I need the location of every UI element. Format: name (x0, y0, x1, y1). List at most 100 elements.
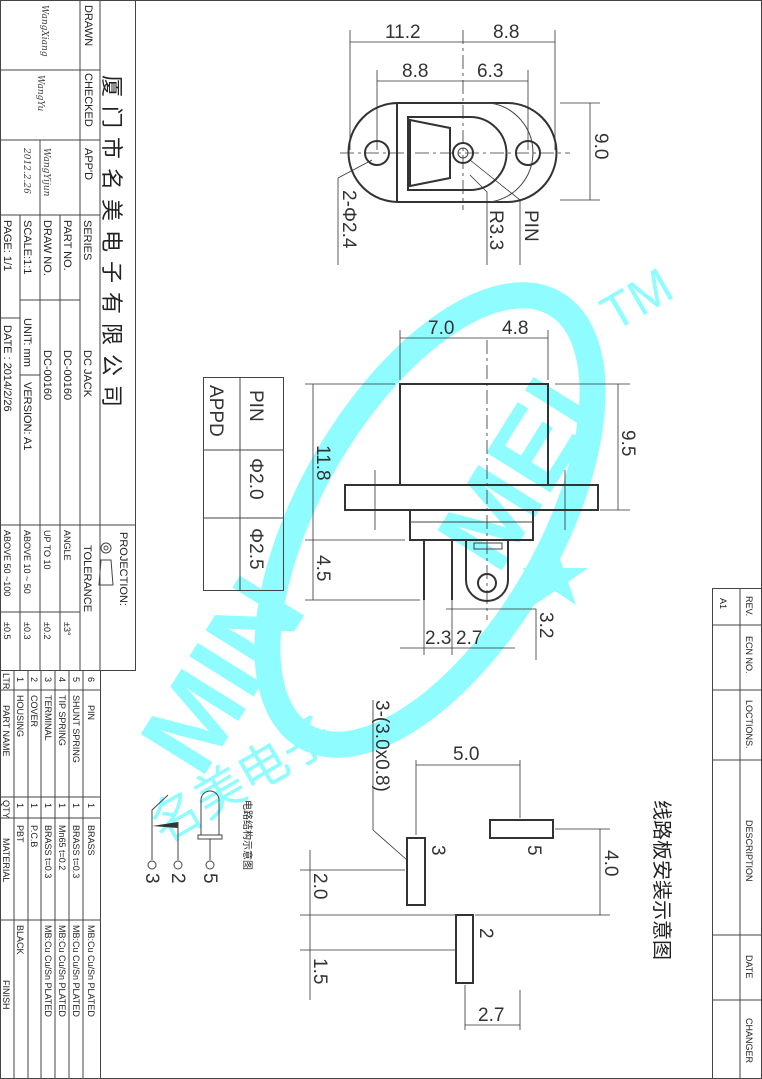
dim-7-0: 7.0 (428, 318, 454, 339)
dim-4-8: 4.8 (502, 318, 528, 339)
dim-width: 9.0 (590, 133, 611, 159)
tolerance-1-value: ±0.2 (42, 622, 52, 639)
svg-text:1: 1 (29, 803, 39, 808)
pin-table-value-2: Φ2.5 (245, 528, 266, 570)
appd-label: APP'D (82, 148, 94, 180)
locations-header: LOCTIONS. (744, 700, 754, 749)
page-value: PAGE: 1/1 (1, 220, 13, 271)
parts-row-4: 4 TIP SPRING 1 Mn65 t=0.2 MB:Cu Cu/Sn PL… (57, 677, 67, 1017)
svg-text:PIN: PIN (86, 705, 96, 720)
svg-text:1: 1 (43, 803, 53, 808)
svg-text:SHUNT SPRING: SHUNT SPRING (71, 695, 81, 763)
pcb-dim-5-0: 5.0 (453, 744, 479, 765)
svg-text:COVER: COVER (29, 695, 39, 728)
pcb-dim-2-7: 2.7 (478, 1005, 504, 1026)
pin-table-pin-label: PIN (245, 390, 266, 422)
schematic-pin-2: 2 (167, 873, 188, 884)
schematic-pin-3: 3 (141, 873, 162, 884)
parts-row-5: 5 SHUNT SPRING 1 BRASS t=0.3 MB:Cu Cu/Sn… (71, 677, 81, 1017)
tolerance-angle-value: ±3° (62, 622, 72, 636)
svg-text:MB:Cu Cu/Sn PLATED: MB:Cu Cu/Sn PLATED (86, 925, 96, 1017)
pin-table-value-1: Φ2.0 (245, 458, 266, 500)
schematic-title: 电路结构示意图 (241, 800, 254, 870)
pcb-pad-label: 3-(3.0x0.8) (371, 700, 392, 792)
pcb-pad-5-label: 5 (523, 845, 544, 856)
pcb-dim-2-0: 2.0 (309, 873, 330, 899)
svg-text:BRASS t=0.3: BRASS t=0.3 (43, 825, 53, 878)
part-no-value: DC-00160 (61, 350, 73, 400)
svg-text:LTR: LTR (1, 673, 11, 690)
dim-11-8: 11.8 (312, 445, 333, 481)
tolerance-label: TOLERANCE (81, 545, 93, 612)
checked-label: CHECKED (82, 73, 94, 127)
series-label: SERIES (81, 220, 93, 260)
pcb-pad-2-label: 2 (475, 928, 496, 939)
svg-text:1: 1 (15, 677, 25, 682)
signature-appd: WangYijun (41, 148, 51, 197)
description-header: DESCRIPTION (744, 820, 754, 882)
dim-2-3: 2.3 (425, 628, 451, 649)
parts-row-6: 6 PIN 1 BRASS MB:Cu Cu/Sn PLATED (86, 677, 96, 1017)
pcb-dim-4-0: 4.0 (600, 850, 621, 876)
svg-text:2: 2 (29, 677, 39, 682)
side-view: 7.0 4.8 11.8 4.5 9.5 2.3 2.7 3.2 (305, 318, 638, 660)
changer-header: CHANGER (744, 1018, 754, 1064)
date-value: DATE : 2014/2/26 (1, 325, 13, 412)
tolerance-2-label: ABOVE 10 ~ 50 (22, 530, 32, 594)
pin-label: PIN (520, 210, 541, 242)
version-value: VERSION: A1 (21, 382, 33, 450)
date-header: DATE (744, 955, 754, 978)
title-block: DRAWN CHECKED APP'D WangXiang WangYu Wan… (0, 0, 136, 671)
company-name: 厦门市名美电子有限公司 (98, 75, 123, 416)
dim-2-7: 2.7 (456, 628, 482, 649)
pcb-dim-1-5: 1.5 (309, 958, 330, 984)
svg-text:PBT: PBT (15, 825, 25, 843)
signature-drawn: WangXiang (39, 5, 49, 57)
unit-value: UNIT: mm (21, 318, 33, 367)
top-view: 11.2 8.8 8.8 6.3 9.0 2-Φ2.4 R3.3 PIN (337, 22, 611, 265)
svg-text:P.C.B: P.C.B (29, 825, 39, 847)
svg-text:PART NAME: PART NAME (1, 705, 11, 757)
rev-value: A1 (718, 598, 728, 609)
svg-text:BRASS: BRASS (86, 825, 96, 856)
ecn-header: ECN NO. (744, 636, 754, 674)
drawn-label: DRAWN (82, 5, 94, 46)
hole-label: 2-Φ2.4 (338, 190, 359, 249)
circuit-schematic: 3 2 5 电路结构示意图 (141, 790, 254, 884)
dim-overall-left: 11.2 (385, 22, 421, 43)
tolerance-3-label: ABOVE 50 ~100 (2, 530, 12, 596)
parts-header-row: LTR PART NAME QTY MATERIAL FINISH (1, 673, 11, 1010)
pcb-pad-3-label: 3 (427, 845, 448, 856)
tolerance-angle-label: ANGLE (62, 530, 72, 561)
series-value: DC JACK (81, 350, 93, 398)
revision-table: REV. ECN NO. LOCTIONS. DESCRIPTION DATE … (712, 588, 762, 1079)
dim-4-5: 4.5 (312, 555, 333, 581)
svg-text:4: 4 (57, 677, 67, 682)
dim-9-5: 9.5 (617, 430, 638, 456)
dim-3-2: 3.2 (535, 612, 556, 638)
tolerance-1-label: UP TO 10 (42, 530, 52, 570)
dim-hole-left: 8.8 (402, 61, 428, 82)
svg-text:1: 1 (71, 803, 81, 808)
svg-text:TIP SPRING: TIP SPRING (57, 695, 67, 746)
svg-text:6: 6 (86, 677, 96, 682)
svg-text:MATERIAL: MATERIAL (1, 838, 11, 882)
dim-hole-right: 6.3 (477, 61, 503, 82)
parts-row-2: 2 COVER 1 P.C.B (29, 677, 39, 847)
rev-header: REV. (744, 596, 754, 616)
watermark-tm: TM (592, 257, 683, 342)
radius-label: R3.3 (485, 210, 506, 250)
svg-text:1: 1 (57, 803, 67, 808)
scale-value: SCALE:1:1 (21, 220, 33, 274)
svg-text:1: 1 (15, 803, 25, 808)
parts-table: LTR PART NAME QTY MATERIAL FINISH 1 HOUS… (0, 670, 101, 1079)
svg-text:QTY: QTY (1, 800, 11, 819)
svg-text:HOUSING: HOUSING (15, 695, 25, 737)
watermark-logo: MIN MEI TM 名美电子 (117, 257, 683, 854)
draw-no-value: DC-00160 (41, 350, 53, 400)
signature-checked: WangYu (35, 75, 45, 112)
svg-text:5: 5 (71, 677, 81, 682)
projection-symbol-icon (98, 542, 114, 586)
svg-text:MB:Cu Cu/Sn PLATED: MB:Cu Cu/Sn PLATED (43, 925, 53, 1017)
